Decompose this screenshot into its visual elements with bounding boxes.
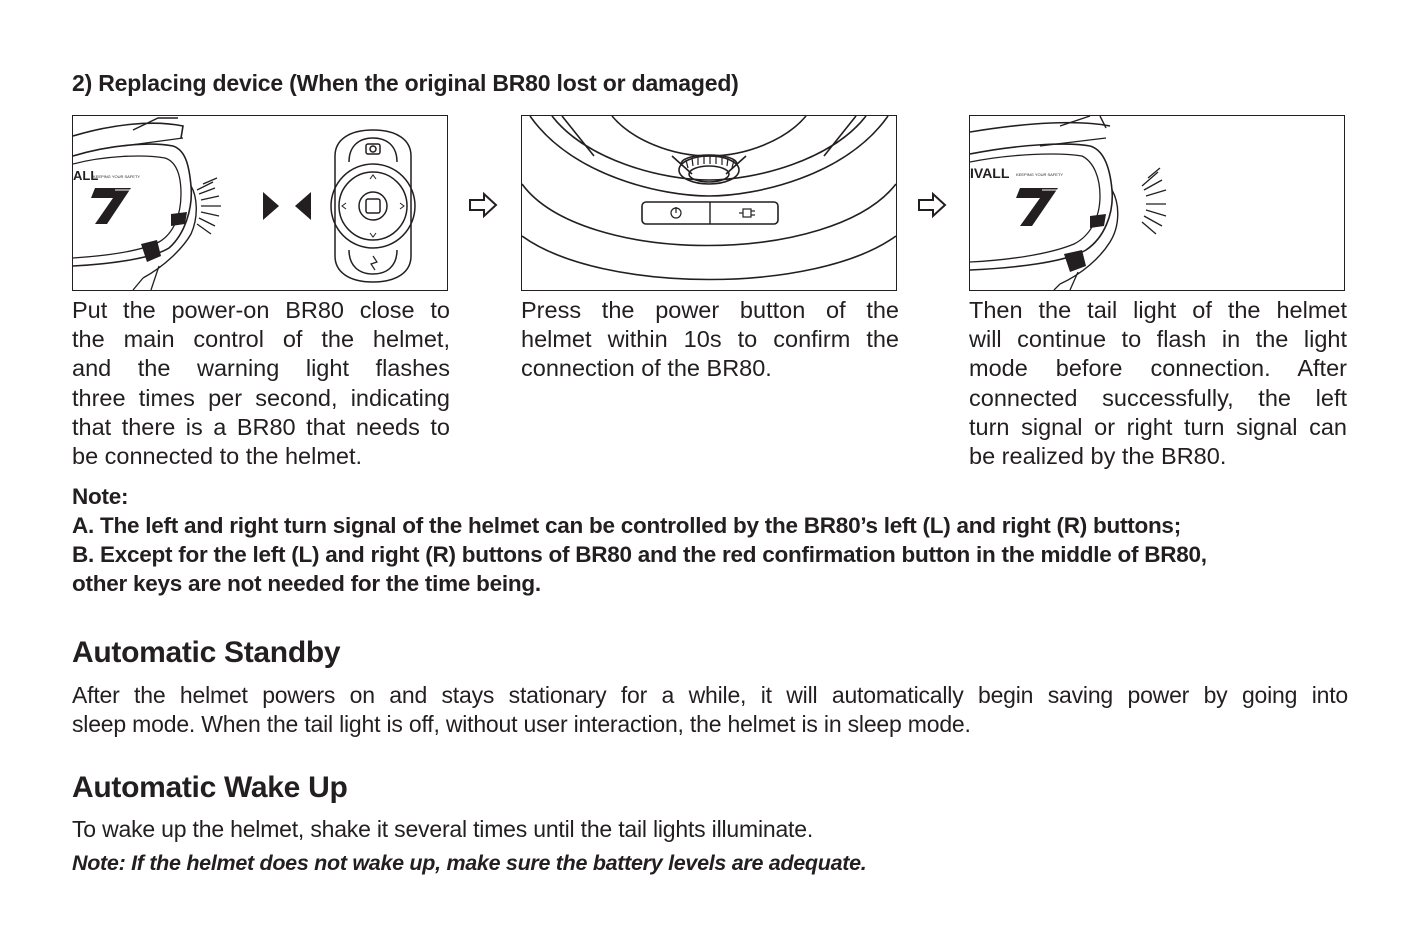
wake-heading: Automatic Wake Up (72, 771, 348, 804)
step-arrow-icon (469, 191, 498, 219)
slogan-text: KEEPING YOUR SAFETY (93, 174, 140, 179)
slogan-text-2: KEEPING YOUR SAFETY (1016, 172, 1063, 177)
helmet-top-illustration (522, 116, 896, 281)
step-3-caption-line: Then the tail light of the helmet (969, 297, 1347, 323)
step-1-caption: Put the power-on BR80 close to the main … (72, 296, 450, 471)
illustration-panel-2 (521, 115, 897, 291)
flash-lines-2 (1141, 167, 1167, 235)
step-2-caption-line: Press the power button of the (521, 297, 899, 323)
standby-paragraph-line-1: After the helmet powers on and stays sta… (72, 682, 1348, 708)
model-logo-2 (1016, 188, 1061, 227)
illustration-panel-1: ALL KEEPING YOUR SAFETY (72, 115, 448, 291)
standby-paragraph-line-2: sleep mode. When the tail light is off, … (72, 711, 971, 737)
note-line-b: B. Except for the left (L) and right (R)… (72, 542, 1207, 567)
step-arrow-icon-2 (918, 191, 947, 219)
step-2-caption-line: connection of the BR80. (521, 355, 772, 382)
step-2-caption-line: helmet within 10s to confirm the (521, 326, 899, 353)
model-logo (91, 188, 134, 225)
br80-remote-illustration (330, 129, 416, 283)
arrow-right-triangle-icon (263, 192, 279, 220)
flash-lines (196, 177, 221, 235)
wake-note: Note: If the helmet does not wake up, ma… (72, 851, 867, 875)
note-label: Note: (72, 484, 129, 509)
step-1-caption-line: the main control of the helmet, (72, 326, 450, 353)
step-3-caption-line: be realized by the BR80. (969, 443, 1227, 470)
step-3-caption: Then the tail light of the helmet will c… (969, 296, 1347, 471)
arrow-left-triangle-icon (295, 192, 311, 220)
step-1-caption-line: be connected to the helmet. (72, 443, 363, 470)
step-3-caption-line: connected successfully, the left (969, 384, 1347, 411)
step-1-caption-line: and the warning light flashes (72, 355, 450, 382)
step-3-caption-line: turn signal or right turn signal can (969, 413, 1347, 440)
standby-heading: Automatic Standby (72, 636, 341, 669)
step-1-caption-line: Put the power-on BR80 close to (72, 297, 450, 323)
step-1-caption-line: that there is a BR80 that needs to (72, 413, 450, 440)
section-title: 2) Replacing device (When the original B… (72, 70, 739, 96)
plug-icon (739, 208, 755, 218)
step-2-caption: Press the power button of the helmet wit… (521, 296, 899, 384)
helmet-remote-illustration: ALL KEEPING YOUR SAFETY (73, 117, 416, 290)
illustration-panel-3: IVALL KEEPING YOUR SAFETY (969, 115, 1345, 291)
note-line-a: A. The left and right turn signal of the… (72, 513, 1181, 538)
step-1-caption-line: three times per second, indicating (72, 384, 450, 411)
camera-icon (365, 143, 381, 155)
helmet-taillight-illustration: IVALL KEEPING YOUR SAFETY (970, 116, 1167, 290)
brand-text: ALL (73, 168, 98, 183)
power-icon (670, 207, 682, 219)
wake-paragraph: To wake up the helmet, shake it several … (72, 816, 814, 842)
note-line-b-continued: other keys are not needed for the time b… (72, 571, 541, 596)
brand-text-2: IVALL (970, 165, 1010, 181)
step-3-caption-line: mode before connection. After (969, 355, 1347, 382)
step-3-caption-line: will continue to flash in the light (969, 326, 1347, 353)
